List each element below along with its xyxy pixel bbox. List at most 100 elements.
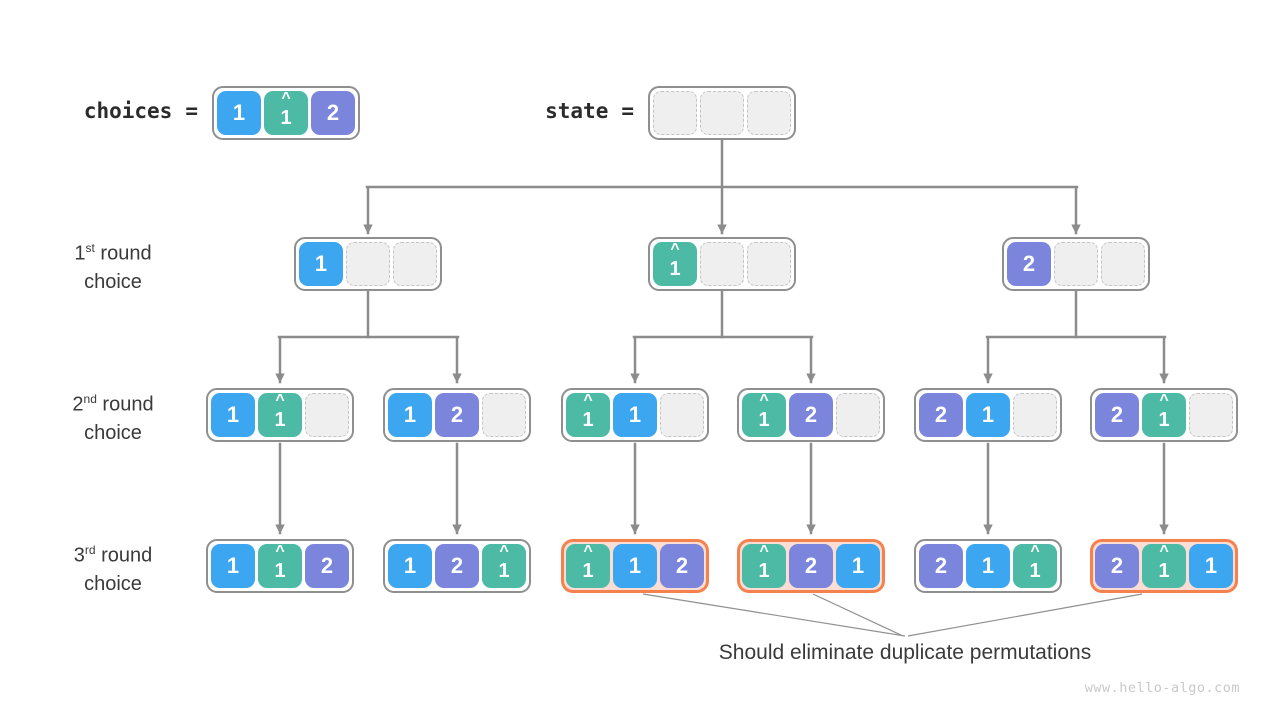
state-box bbox=[648, 86, 796, 140]
choice-word: choice bbox=[84, 572, 142, 595]
round2-state-box: 2^1 bbox=[1090, 388, 1238, 442]
cell-1: 1 bbox=[388, 544, 432, 588]
hat-mark: ^ bbox=[583, 392, 593, 409]
cell-1-hat: ^1 bbox=[482, 544, 526, 588]
cell-1: 1 bbox=[1189, 544, 1233, 588]
hat-mark: ^ bbox=[275, 392, 285, 409]
cell-1: 1 bbox=[966, 544, 1010, 588]
row-label-2nd-round: 2nd round choice bbox=[25, 385, 201, 447]
empty-slot bbox=[1101, 242, 1145, 286]
ordinal-suffix: st bbox=[85, 241, 95, 255]
hat-mark: ^ bbox=[670, 241, 680, 258]
cell-2: 2 bbox=[660, 544, 704, 588]
round-word: round bbox=[95, 544, 153, 567]
round1-state-box: ^1 bbox=[648, 237, 796, 291]
round2-state-box: 1^1 bbox=[206, 388, 354, 442]
cell-2: 2 bbox=[311, 91, 355, 135]
cell-2: 2 bbox=[919, 393, 963, 437]
cell-1-hat: ^1 bbox=[1142, 544, 1186, 588]
round1-state-box: 1 bbox=[294, 237, 442, 291]
cell-1-hat: ^1 bbox=[264, 91, 308, 135]
row-label-3rd-round: 3rd round choice bbox=[25, 536, 201, 598]
cell-1-hat: ^1 bbox=[1013, 544, 1057, 588]
cell-1: 1 bbox=[836, 544, 880, 588]
cell-number: 1 bbox=[274, 408, 286, 431]
cell-1-hat: ^1 bbox=[258, 393, 302, 437]
cell-2: 2 bbox=[1007, 242, 1051, 286]
cell-number: 1 bbox=[669, 257, 681, 280]
duplicate-callout-lines bbox=[642, 593, 1143, 637]
cell-number: 1 bbox=[498, 559, 510, 582]
cell-1-hat: ^1 bbox=[566, 544, 610, 588]
state-label-text: state bbox=[545, 99, 609, 123]
hat-mark: ^ bbox=[499, 543, 509, 560]
row-label-1st-round: 1st round choice bbox=[25, 234, 201, 296]
round-number: 2 bbox=[72, 393, 84, 416]
cell-2: 2 bbox=[789, 544, 833, 588]
cell-2: 2 bbox=[435, 544, 479, 588]
round-word: round bbox=[96, 393, 154, 416]
equals-sign: = bbox=[185, 99, 198, 123]
cell-2: 2 bbox=[435, 393, 479, 437]
round-word: round bbox=[94, 242, 152, 265]
hat-mark: ^ bbox=[1030, 543, 1040, 560]
cell-number: 1 bbox=[582, 559, 594, 582]
cell-number: 1 bbox=[274, 559, 286, 582]
cell-number: 1 bbox=[1029, 559, 1041, 582]
hat-mark: ^ bbox=[275, 543, 285, 560]
cell-2: 2 bbox=[789, 393, 833, 437]
choice-word: choice bbox=[84, 270, 142, 293]
round1-state-box: 2 bbox=[1002, 237, 1150, 291]
hat-mark: ^ bbox=[281, 90, 291, 107]
empty-slot bbox=[393, 242, 437, 286]
cell-1: 1 bbox=[613, 393, 657, 437]
empty-slot bbox=[660, 393, 704, 437]
hat-mark: ^ bbox=[1159, 543, 1169, 560]
cell-number: 1 bbox=[582, 408, 594, 431]
hat-mark: ^ bbox=[759, 543, 769, 560]
cell-number: 1 bbox=[1158, 559, 1170, 582]
empty-slot bbox=[700, 91, 744, 135]
ordinal-suffix: rd bbox=[84, 543, 96, 557]
empty-slot bbox=[1013, 393, 1057, 437]
cell-1: 1 bbox=[613, 544, 657, 588]
cell-1: 1 bbox=[211, 393, 255, 437]
empty-slot bbox=[305, 393, 349, 437]
cell-1-hat: ^1 bbox=[1142, 393, 1186, 437]
empty-slot bbox=[700, 242, 744, 286]
cell-number: 1 bbox=[1158, 408, 1170, 431]
cell-1-hat: ^1 bbox=[742, 544, 786, 588]
cell-1: 1 bbox=[388, 393, 432, 437]
ordinal-suffix: nd bbox=[83, 392, 97, 406]
cell-1-hat: ^1 bbox=[258, 544, 302, 588]
cell-1: 1 bbox=[217, 91, 261, 135]
empty-slot bbox=[1189, 393, 1233, 437]
state-label: state = bbox=[545, 99, 634, 123]
cell-number: 1 bbox=[758, 559, 770, 582]
hat-mark: ^ bbox=[1159, 392, 1169, 409]
cell-2: 2 bbox=[1095, 393, 1139, 437]
round-number: 3 bbox=[73, 544, 85, 567]
cell-1-hat: ^1 bbox=[653, 242, 697, 286]
hat-mark: ^ bbox=[583, 543, 593, 560]
choices-label-text: choices bbox=[83, 99, 173, 123]
empty-slot bbox=[836, 393, 880, 437]
hat-mark: ^ bbox=[759, 392, 769, 409]
empty-slot bbox=[747, 91, 791, 135]
cell-1: 1 bbox=[299, 242, 343, 286]
cell-1-hat: ^1 bbox=[566, 393, 610, 437]
cell-2: 2 bbox=[305, 544, 349, 588]
cell-number: 1 bbox=[280, 106, 292, 129]
duplicate-annotation: Should eliminate duplicate permutations bbox=[718, 641, 1092, 664]
